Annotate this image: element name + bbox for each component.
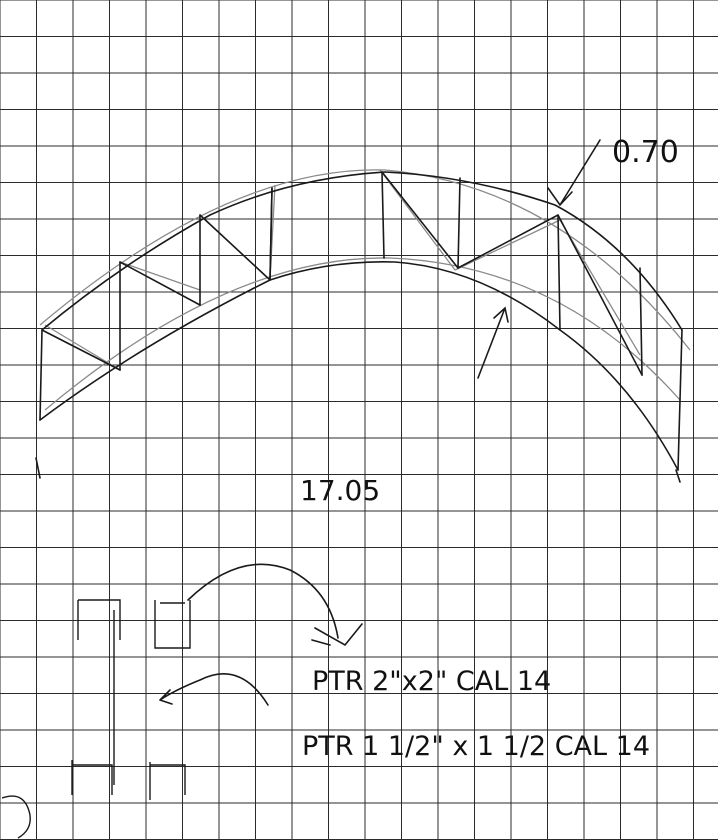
- section-large-profile-icon: [77, 599, 191, 649]
- truss-bottom-chord: [39, 261, 679, 471]
- arch-inner-guide-curve: [44, 257, 681, 411]
- right-support-tick: [675, 469, 681, 483]
- section-small-spec-label: PTR 1 1/2" x 1 1/2 CAL 14: [302, 731, 650, 762]
- bottom-chord-arrow: [477, 306, 509, 379]
- truss-diagonals: [41, 171, 643, 376]
- truss-ink: [35, 171, 683, 483]
- section-small-profile-icon: [71, 760, 186, 800]
- left-support-tick: [35, 457, 41, 479]
- section-sketches: [1, 599, 191, 839]
- truss-top-chord: [41, 171, 683, 331]
- arch-outer-guide-curve: [39, 169, 691, 351]
- section-large-spec-label: PTR 2"x2" CAL 14: [312, 666, 551, 697]
- section-large-leader-arrow: [187, 563, 363, 647]
- section-small-leader-arrow: [159, 673, 269, 706]
- span-dimension-label: 17.05: [300, 474, 380, 507]
- arrows: [159, 139, 601, 706]
- margin-curve: [1, 795, 31, 839]
- clearance-arrow: [547, 139, 601, 207]
- clearance-dimension-label: 0.70: [612, 135, 679, 170]
